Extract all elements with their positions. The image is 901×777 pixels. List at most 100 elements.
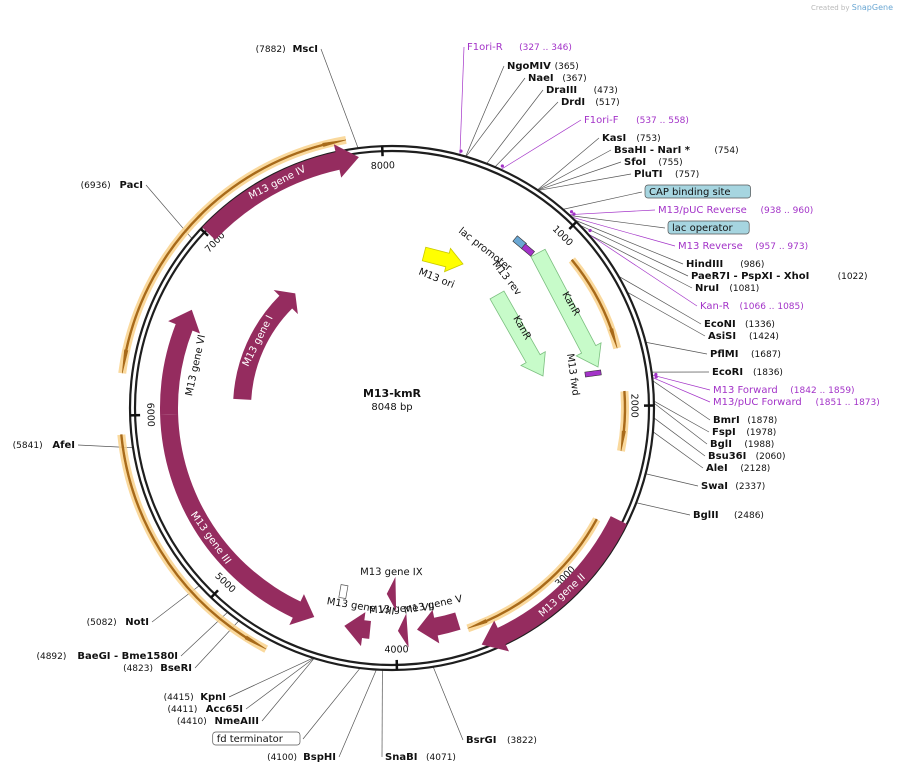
site-position: (2486) [734,511,764,521]
site-position: (957 .. 973) [755,242,808,252]
orf-glow [568,257,622,350]
site-bmri: BmrI(1878) [713,415,777,426]
leader-line [320,48,359,149]
site-m13-puc-forward: M13/pUC Forward(1851 .. 1873) [713,397,880,408]
site-bsahi-nari: BsaHI - NarI *(754) [614,145,739,156]
site-lac-operator: lac operator [667,220,750,235]
leader-line [587,233,693,289]
leader-line [653,402,708,445]
site-name: MscI [292,44,318,55]
orf-arcs [117,135,629,653]
site-sfoi: SfoI(755) [624,157,683,168]
site-name: PaeR7I - PspXI - XhoI [691,271,809,282]
site-m13-forward: M13 Forward(1842 .. 1859) [713,385,855,396]
leader-line [465,65,505,157]
site-position: (1836) [753,368,783,378]
site-name: DrdI [561,97,585,108]
tick-mark [199,227,209,237]
tick-label: 2000 [628,394,639,418]
leader-line [537,161,622,191]
site-pluti: PluTI(757) [634,169,699,180]
site-name: BsrGI [466,735,496,746]
site-box [667,220,750,235]
leader-line [652,431,704,469]
site-swai: SwaI(2337) [701,481,765,492]
site-noti: NotI(5082) [87,617,149,628]
leader-line [245,657,315,710]
leader-line [586,232,698,307]
tick-label: 8000 [371,160,396,172]
site-name: KasI [602,133,626,144]
site-name: KpnI [200,692,226,703]
site-name: NmeAIII [215,716,259,727]
snapgene-brand: SnapGene [851,3,893,12]
primer-mark [588,228,592,233]
site-bglii: BglII(2486) [693,510,764,521]
site-name: M13/pUC Reverse [658,205,747,216]
site-snabi: SnaBI(4071) [385,752,456,763]
arrow-kanr [489,290,546,377]
site-position: (1842 .. 1859) [790,386,854,396]
primer-mark [654,375,658,379]
site-position: (938 .. 960) [761,206,814,216]
orf-arrow [467,518,598,629]
leader-line [228,657,314,698]
fd-terminator-mark [338,584,349,599]
site-name: Acc65I [206,704,243,715]
primer-mark [569,210,574,214]
site-position: (4071) [426,753,456,763]
site-leader-lines [77,46,711,758]
primer-mark [654,372,658,377]
primer-mark [459,149,463,153]
site-name: BaeGI - Bme1580I [77,651,178,662]
site-drdi: DrdI (517) [561,97,620,108]
site-position: (3822) [507,736,537,746]
leader-line [579,224,689,277]
site-bsu36i: Bsu36I(2060) [708,451,786,462]
site-name: PacI [120,180,143,191]
orf-glow [466,517,601,633]
m13-rev-mark [521,243,535,257]
feature-m13-gene-iv [202,144,359,240]
feature-m13-gene-vii [397,613,409,648]
site-name: M13/pUC Forward [713,397,802,408]
feature-m13-gene-ix [386,576,397,612]
site-acc65i: Acc65I(4411) [167,704,243,715]
site-nmeaiii: NmeAIII(4410) [177,716,259,727]
site-name: NotI [125,617,149,628]
site-name: M13 Reverse [678,241,743,252]
site-name: AsiSI [708,331,736,342]
site-name: BmrI [713,415,740,426]
tick-mark [210,589,219,599]
feature-label: M13 gene III [188,510,233,566]
site-position: (327 .. 346) [519,43,572,53]
plasmid-backbone [128,144,656,672]
site-name: NaeI [528,73,554,84]
m13-fwd-mark [584,369,602,378]
leader-line [636,502,691,516]
site-position: (757) [675,170,699,180]
site-position: (4892) [36,652,66,662]
site-name: AfeI [52,440,75,451]
leader-line [653,417,706,457]
orf-arrow [120,434,267,650]
site-position: (1066 .. 1085) [740,302,804,312]
arrow-m13-ori [421,246,464,273]
snapgene-credit: Created by SnapGene [811,3,893,12]
plasmid-size: 8048 bp [371,402,412,413]
site-kasi: KasI(753) [602,133,661,144]
site-position: (2337) [735,482,765,492]
site-name: NgoMIV [507,61,551,72]
site-name: F1ori-R [467,42,503,53]
site-name: BspHI [303,752,336,763]
site-name: DraIII [546,85,577,96]
site-bsphi: BspHI(4100) [267,752,336,763]
leader-line [618,275,702,325]
site-position: (2060) [756,452,786,462]
orf-arrow [620,390,627,452]
tick-label: 4000 [384,644,408,655]
site-name: BsaHI - NarI * [614,145,691,156]
site-box-label: CAP binding site [649,187,731,198]
site-position: (517) [595,98,619,108]
